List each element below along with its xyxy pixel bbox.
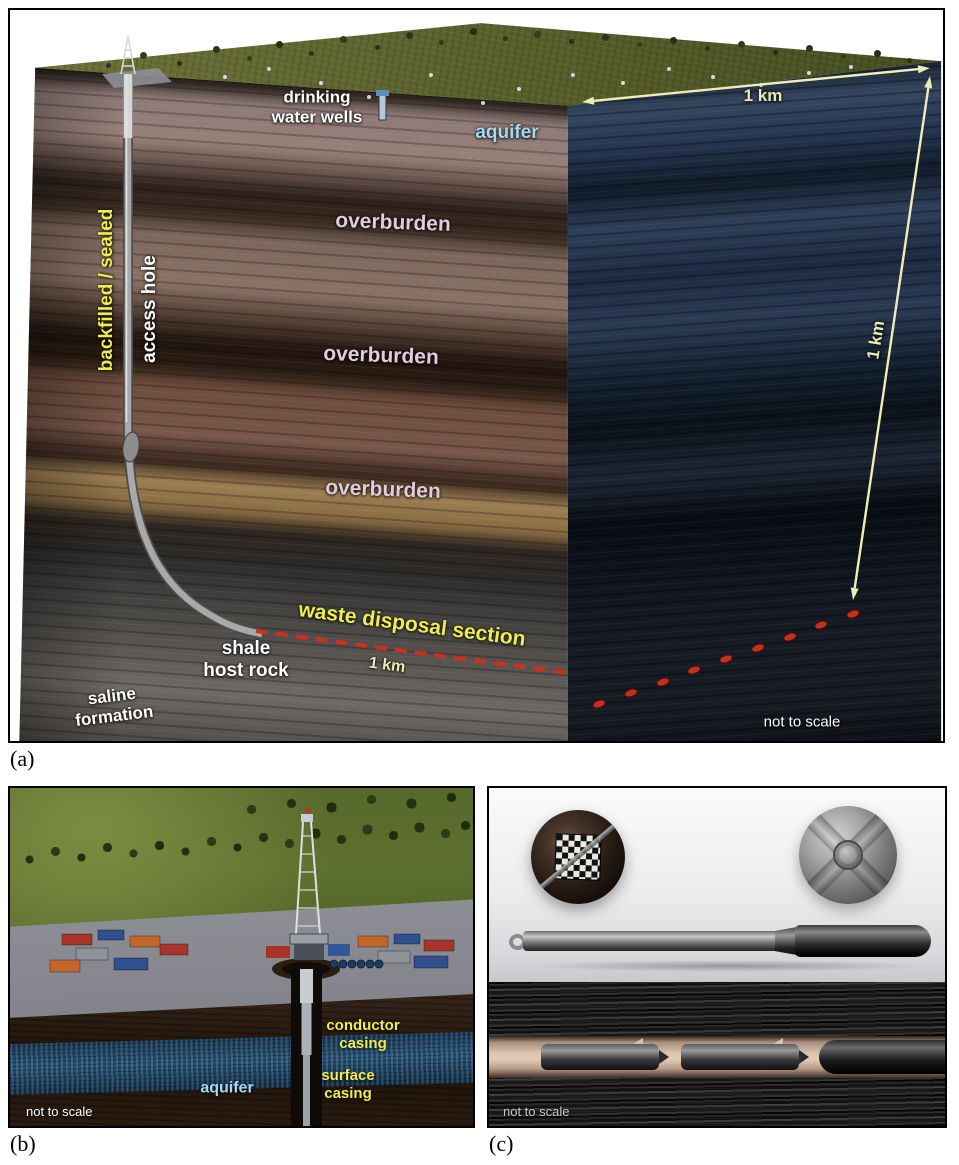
- canister-dot: [592, 699, 606, 709]
- canister-dot: [656, 677, 670, 687]
- label-drinking-water-wells: drinking water wells: [271, 87, 363, 126]
- dimension-arrow-depth: [850, 76, 933, 600]
- container-box: [159, 943, 189, 956]
- container-box: [423, 939, 455, 952]
- casing-collar: [122, 431, 140, 463]
- emplaced-canister: [681, 1044, 809, 1070]
- emplacement-rock: [489, 982, 945, 1126]
- borehole-pipe: [124, 74, 263, 638]
- container-box: [61, 933, 93, 946]
- canister-dots: [592, 609, 860, 709]
- label-not-to-scale: not to scale: [503, 1104, 570, 1119]
- wellhead-pad: [102, 68, 172, 88]
- storage-containers: [49, 929, 455, 973]
- canister-end-cap: [799, 806, 897, 904]
- waste-disposal-dashed-line: [255, 629, 569, 675]
- strata-front-face: [19, 67, 568, 741]
- diagonal-rod: [534, 819, 622, 894]
- mud-tanks: [329, 959, 384, 969]
- label-access-hole: access hole: [139, 255, 161, 363]
- canister-dot: [687, 665, 701, 675]
- container-box: [413, 955, 449, 969]
- caption-a: (a): [10, 746, 35, 771]
- canister-shadow: [529, 960, 929, 972]
- borehole-cutaway: [272, 958, 340, 1126]
- horizontal-borehole: [489, 1036, 945, 1078]
- container-box: [97, 929, 125, 941]
- canister-taper: [775, 927, 797, 955]
- canister-dot: [846, 609, 860, 619]
- strata-side-face: [567, 61, 942, 741]
- panel-a-annotation-overlay: [102, 35, 933, 709]
- label-overburden-1: overburden: [334, 208, 452, 236]
- caption-c: (c): [489, 1131, 514, 1156]
- container-box: [113, 957, 149, 971]
- water-well-icon: [376, 90, 389, 121]
- container-box: [75, 947, 109, 961]
- panel-b-surface-site: conductor casing surface casing aquifer …: [8, 786, 475, 1128]
- container-box: [49, 959, 81, 973]
- drill-derrick-icon: [120, 35, 136, 75]
- label-scale-top: 1 km: [743, 86, 783, 106]
- surface-casing-pipe: [301, 1003, 312, 1055]
- label-aquifer: aquifer: [200, 1079, 254, 1097]
- canister-shaft: [523, 931, 779, 951]
- canister-dot: [624, 688, 638, 698]
- drilling-rig-icon: [266, 808, 350, 960]
- emplaced-canister-large: [819, 1040, 945, 1074]
- dimension-arrow-top: [582, 65, 930, 105]
- canister-dot: [783, 632, 797, 642]
- canister-dot: [751, 643, 765, 653]
- canister-dot: [814, 620, 828, 630]
- canister-body: [795, 925, 931, 957]
- label-surface-casing: surface casing: [321, 1067, 375, 1102]
- panel-c-canister: not to scale: [487, 786, 947, 1128]
- conductor-casing-pipe: [300, 969, 313, 1003]
- label-not-to-scale: not to scale: [26, 1104, 93, 1119]
- canister-cross-section: [531, 810, 625, 904]
- emplaced-canister: [541, 1044, 669, 1070]
- label-shale-host-rock: shale host rock: [203, 638, 289, 681]
- canister-dot: [719, 654, 733, 664]
- caption-b: (b): [10, 1131, 36, 1156]
- label-overburden-3: overburden: [324, 475, 442, 503]
- panel-a-geologic-block: drinking water wells aquifer 1 km overbu…: [8, 8, 945, 743]
- container-box: [357, 935, 389, 948]
- label-conductor-casing: conductor casing: [326, 1017, 400, 1052]
- container-box: [129, 935, 161, 948]
- label-backfilled-sealed: backfilled / sealed: [96, 208, 118, 372]
- label-overburden-2: overburden: [322, 341, 440, 369]
- panel-b-overlay: [49, 808, 455, 1126]
- label-not-to-scale: not to scale: [763, 713, 841, 731]
- end-cap-hub: [833, 840, 863, 870]
- container-box: [393, 933, 421, 945]
- label-aquifer: aquifer: [475, 122, 539, 144]
- container-box: [377, 950, 411, 964]
